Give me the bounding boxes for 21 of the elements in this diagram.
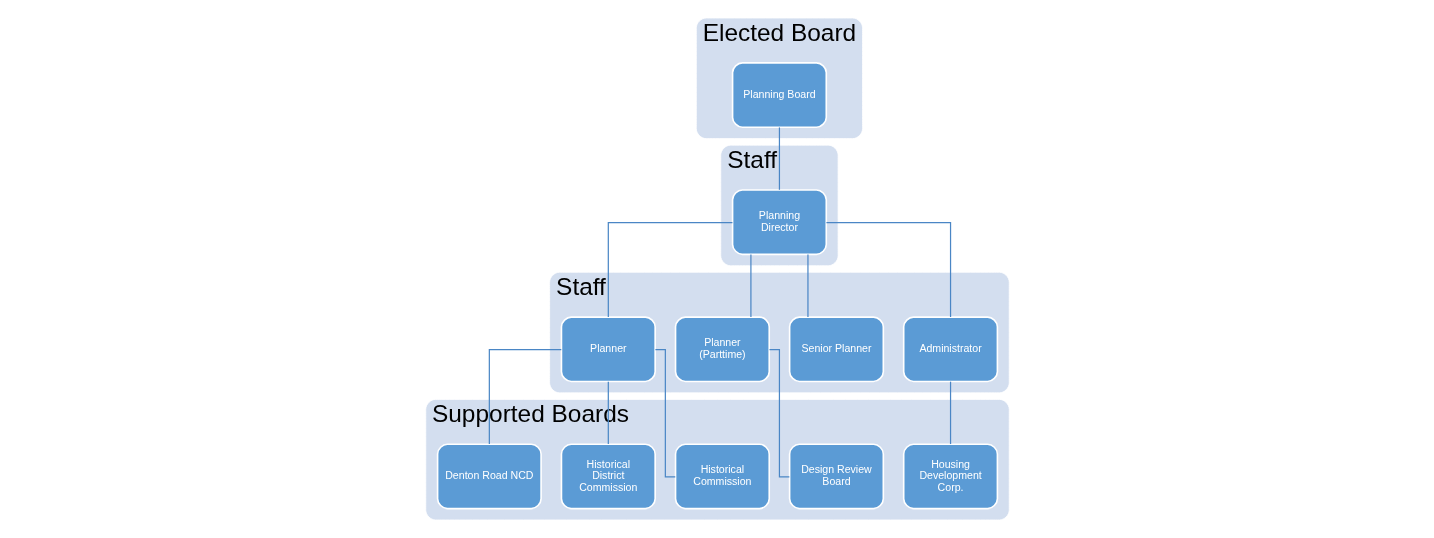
connector [768,349,790,478]
connector [654,349,676,478]
node-box: Planning Board [731,62,827,129]
connector [778,126,780,191]
connector [949,381,951,445]
connector [607,221,733,318]
node-box: Historical District Commission [560,443,656,510]
connector [806,253,809,318]
node-box: Senior Planner [788,316,884,383]
connector [607,381,609,445]
node-box: Planning Director [731,189,827,256]
connector [488,349,562,445]
node-box: Planner [560,316,656,383]
connector [749,253,751,318]
connector [825,221,951,318]
node-box: Administrator [902,316,998,383]
node-box: Planner (Parttime) [674,316,770,383]
node-box: Denton Road NCD [436,443,542,510]
node-box: Design Review Board [788,443,884,510]
node-box: Historical Commission [674,443,770,510]
node-box: Housing Development Corp. [902,443,998,510]
